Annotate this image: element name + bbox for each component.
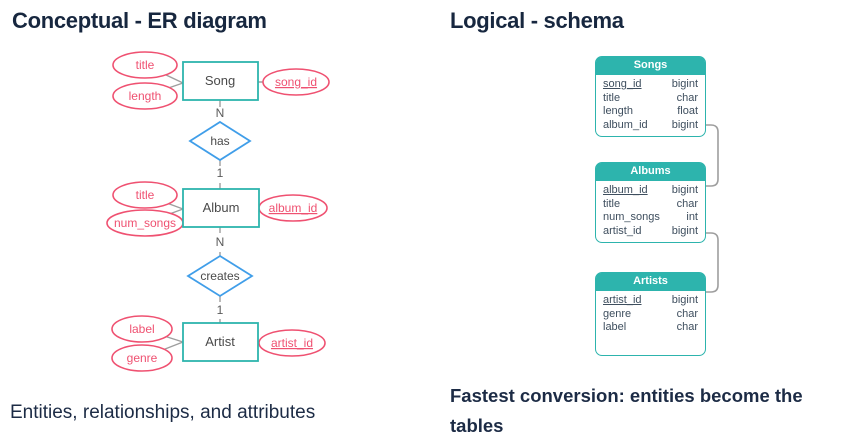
left-caption: Entities, relationships, and attributes — [10, 402, 316, 423]
relationship-label: has — [210, 134, 229, 148]
field-name: label — [603, 321, 627, 333]
right-panel-title: Logical - schema — [450, 8, 624, 33]
entity-song: Song — [182, 61, 259, 101]
attribute-title-album: title — [112, 181, 178, 209]
field-type: char — [676, 321, 698, 333]
table-row: artist_id bigint — [603, 225, 698, 239]
table-row: song_id bigint — [603, 78, 698, 92]
field-name: album_id — [603, 118, 648, 131]
table-row: album_id bigint — [603, 184, 698, 198]
table-title: Artists — [596, 273, 705, 291]
fk-connector-songs-albums — [706, 124, 719, 187]
field-name: artist_id — [603, 294, 642, 306]
entity-artist: Artist — [182, 322, 259, 362]
field-type: bigint — [671, 118, 698, 131]
key-attribute-label: song_id — [275, 75, 317, 89]
field-name: num_songs — [603, 211, 660, 223]
attribute-genre: genre — [111, 344, 173, 372]
attribute-artist-id: artist_id — [258, 329, 326, 357]
table-body: song_id bigint title char length float a… — [596, 75, 705, 136]
entity-label: Artist — [205, 334, 235, 349]
table-row: album_id bigint — [603, 119, 698, 133]
table-body: artist_id bigint genre char label char — [596, 291, 705, 355]
attribute-song-id: song_id — [262, 68, 330, 96]
field-type: char — [676, 91, 698, 104]
entity-label: Song — [205, 73, 235, 88]
schema-table-albums: Albums album_id bigint title char num_so… — [595, 162, 706, 243]
attribute-record-label: label — [111, 315, 173, 343]
attribute-label: title — [136, 58, 155, 72]
key-attribute-label: artist_id — [271, 336, 313, 350]
field-type: char — [676, 307, 698, 320]
table-row: label char — [603, 321, 698, 335]
attribute-title-song: title — [112, 51, 178, 79]
entity-label: Album — [203, 200, 240, 215]
field-type: bigint — [671, 294, 698, 306]
attribute-num-songs: num_songs — [106, 209, 184, 237]
attribute-length: length — [112, 82, 178, 110]
entity-album: Album — [182, 188, 260, 228]
table-row: genre char — [603, 308, 698, 322]
schema-table-artists: Artists artist_id bigint genre char labe… — [595, 272, 706, 356]
table-row: length float — [603, 105, 698, 119]
cardinality-label: N — [216, 235, 225, 249]
field-type: float — [677, 105, 698, 117]
cardinality-label: N — [216, 106, 225, 120]
field-type: bigint — [671, 224, 698, 237]
table-row: num_songs int — [603, 211, 698, 225]
table-row: title char — [603, 92, 698, 106]
field-type: bigint — [671, 78, 698, 90]
table-title: Albums — [596, 163, 705, 181]
attribute-album-id: album_id — [258, 194, 328, 222]
field-name: title — [603, 91, 621, 104]
relationship-label: creates — [200, 269, 239, 283]
cardinality-label: 1 — [217, 166, 224, 180]
field-type: char — [676, 197, 698, 210]
table-row: artist_id bigint — [603, 294, 698, 308]
field-name: song_id — [603, 78, 642, 90]
relationship-creates: creates — [186, 254, 254, 298]
field-name: length — [603, 105, 633, 117]
attribute-label: title — [136, 188, 155, 202]
field-type: int — [686, 211, 698, 223]
key-attribute-label: album_id — [269, 201, 318, 215]
field-name: artist_id — [603, 224, 642, 237]
fk-connector-albums-artists — [706, 232, 719, 293]
field-name: title — [603, 197, 621, 210]
table-row: title char — [603, 198, 698, 212]
schema-table-songs: Songs song_id bigint title char length f… — [595, 56, 706, 137]
er-diagram: title length song_id title num_songs alb… — [106, 51, 330, 372]
attribute-label: num_songs — [114, 216, 176, 230]
attribute-label: label — [129, 322, 154, 336]
relationship-has: has — [188, 120, 252, 162]
table-body: album_id bigint title char num_songs int… — [596, 181, 705, 242]
left-panel-title: Conceptual - ER diagram — [12, 8, 267, 33]
cardinality-label: 1 — [217, 303, 224, 317]
attribute-label: genre — [127, 351, 158, 365]
field-name: album_id — [603, 184, 648, 196]
field-name: genre — [603, 307, 632, 320]
table-title: Songs — [596, 57, 705, 75]
attribute-label: length — [129, 89, 162, 103]
field-type: bigint — [671, 184, 698, 196]
right-caption: Fastest conversion: entities become the … — [450, 385, 803, 436]
